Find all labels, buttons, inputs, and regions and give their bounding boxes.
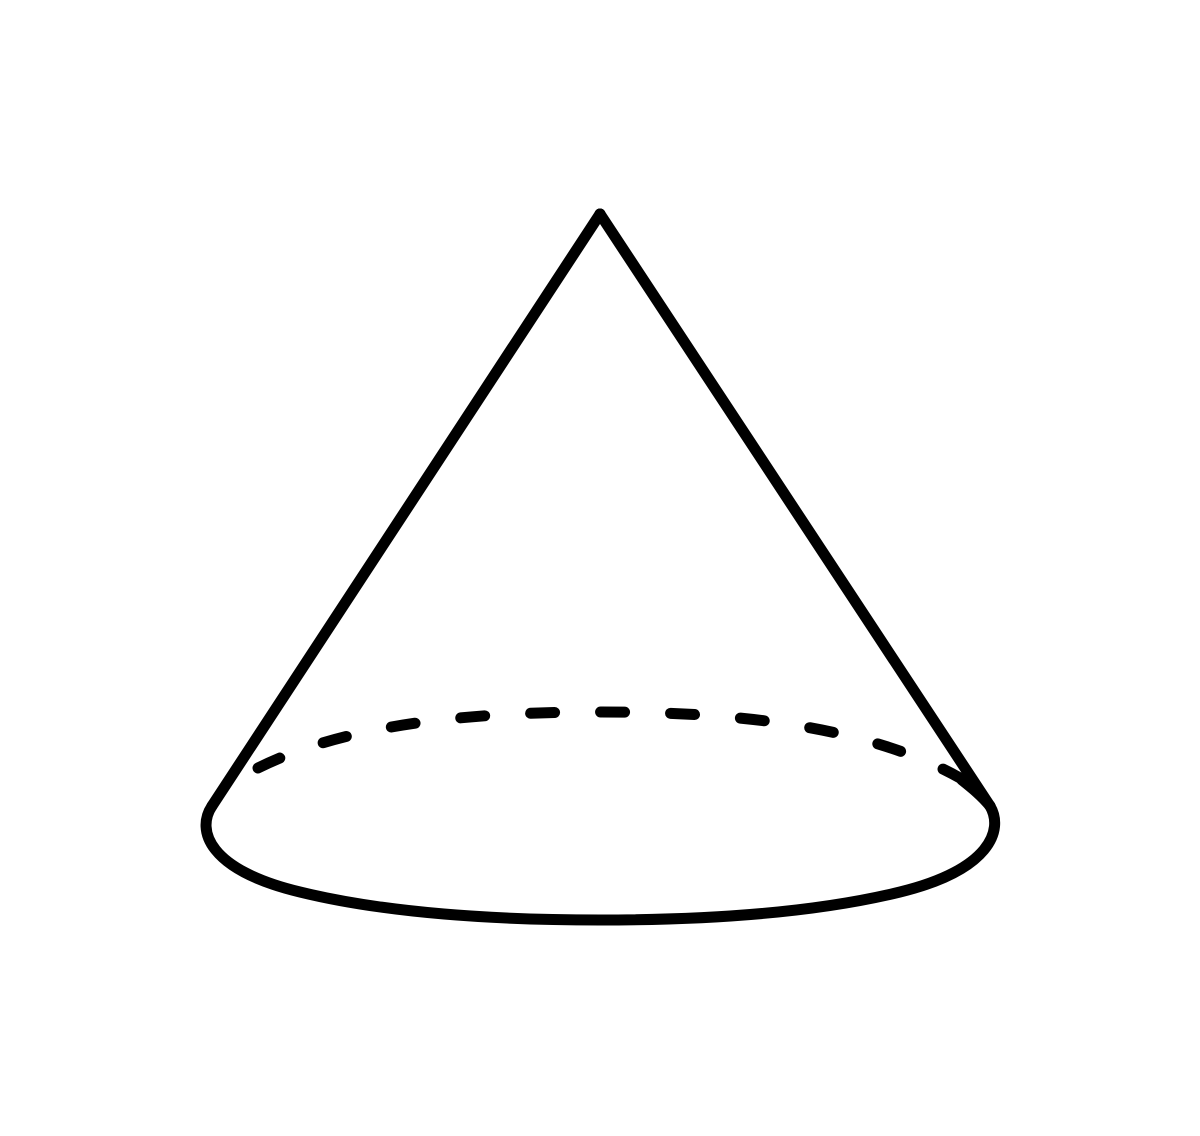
cone-left-slant-edge	[206, 208, 606, 812]
cone-apex-point	[594, 208, 606, 220]
cone-right-slant-edge	[594, 208, 996, 812]
cone-base-hidden-back-arc	[252, 706, 966, 784]
cone-base-right-join	[956, 774, 996, 812]
cone-base-front-arc	[200, 800, 1001, 926]
